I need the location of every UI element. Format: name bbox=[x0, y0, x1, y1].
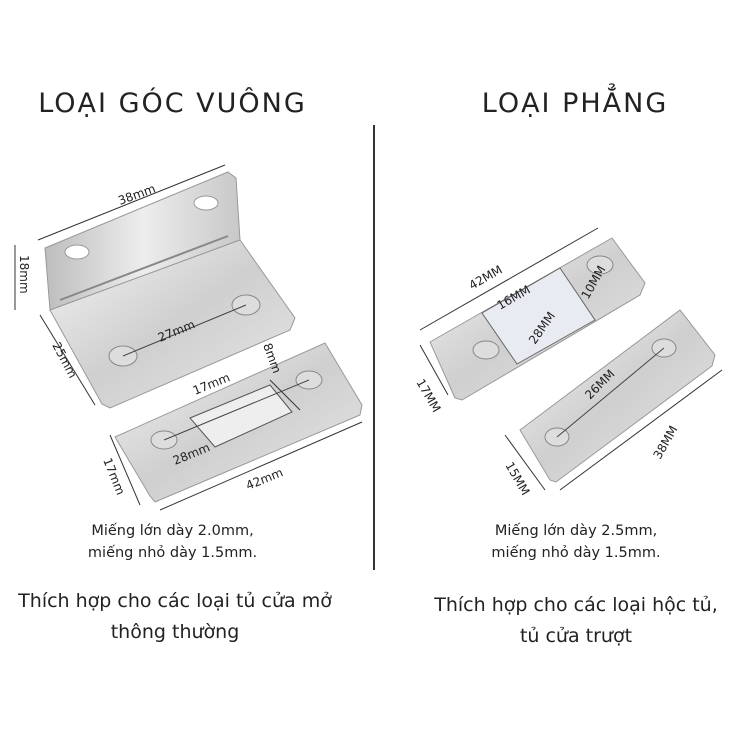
left-spec: Miếng lớn dày 2.0mm, miếng nhỏ dày 1.5mm… bbox=[0, 520, 345, 564]
flat-magnet-plate bbox=[429, 237, 646, 401]
divider bbox=[373, 125, 375, 570]
left-spec-line1: Miếng lớn dày 2.0mm, bbox=[91, 523, 254, 539]
left-suit-line1: Thích hợp cho các loại tủ cửa mở bbox=[18, 590, 332, 612]
dim-15MM: 15MM bbox=[502, 460, 532, 498]
right-dimension-lines bbox=[419, 227, 723, 491]
dim-42mm: 42mm bbox=[244, 465, 285, 492]
right-title: LOẠI PHẲNG bbox=[481, 88, 669, 119]
dim-42MM: 42MM bbox=[467, 262, 505, 292]
angle-bracket bbox=[44, 171, 296, 409]
right-suit-line2: tủ cửa trượt bbox=[519, 625, 633, 647]
dim-17mm-plate: 17mm bbox=[100, 456, 127, 497]
left-suitability: Thích hợp cho các loại tủ cửa mở thông t… bbox=[0, 586, 355, 648]
right-spec-line2: miếng nhỏ dày 1.5mm. bbox=[491, 545, 661, 561]
dim-38MM: 38MM bbox=[650, 423, 680, 461]
right-suitability: Thích hợp cho các loại hộc tủ, tủ cửa tr… bbox=[400, 590, 750, 652]
left-small-plate bbox=[114, 342, 363, 503]
right-spec-line1: Miếng lớn dày 2.5mm, bbox=[494, 523, 658, 539]
right-spec: Miếng lớn dày 2.5mm, miếng nhỏ dày 1.5mm… bbox=[400, 520, 750, 564]
left-suit-line2: thông thường bbox=[110, 621, 240, 643]
right-suit-line1: Thích hợp cho các loại hộc tủ, bbox=[434, 594, 718, 616]
left-dimension-lines bbox=[14, 164, 363, 511]
flat-small-plate bbox=[519, 309, 716, 483]
dim-18mm: 18mm bbox=[17, 255, 31, 294]
dim-17MM: 17MM bbox=[413, 377, 443, 415]
left-spec-line2: miếng nhỏ dày 1.5mm. bbox=[87, 545, 258, 561]
left-title: LOẠI GÓC VUÔNG bbox=[38, 88, 307, 119]
